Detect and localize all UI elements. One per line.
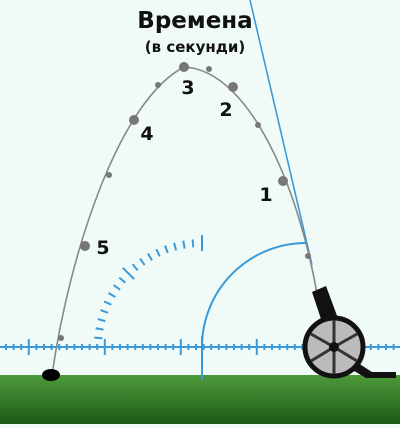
protractor-tick (97, 318, 106, 323)
launch-direction-line (249, 0, 313, 266)
trajectory-point (155, 82, 161, 88)
time-label-3: 3 (181, 77, 195, 99)
protractor-tick (107, 292, 116, 298)
diagram-title: Времена (137, 8, 253, 34)
diagram-subtitle: (в секунди) (144, 38, 246, 56)
protractor-tick (100, 309, 109, 314)
trajectory-point (80, 241, 90, 251)
protractor-tick (118, 276, 127, 284)
trajectory-curve (51, 66, 319, 376)
trajectory-point (129, 115, 139, 125)
trajectory-point (206, 66, 212, 72)
protractor-tick (155, 248, 161, 257)
protractor-tick (131, 263, 139, 272)
time-label-1: 1 (259, 184, 273, 206)
protractor-tick (164, 245, 169, 254)
protractor-tick (122, 267, 135, 280)
trajectory-point (106, 172, 112, 178)
protractor-tick (182, 240, 186, 249)
protractor-tick (147, 252, 153, 261)
trajectory-point (305, 253, 311, 259)
protractor-tick (191, 239, 195, 248)
protractor-tick (94, 336, 103, 340)
cannon (302, 286, 396, 379)
protractor-tick (112, 284, 121, 291)
time-label-5: 5 (96, 237, 110, 259)
protractor-tick (103, 300, 112, 306)
time-label-4: 4 (140, 123, 154, 145)
trajectory-points (58, 62, 311, 341)
protractor-tick (139, 257, 146, 266)
trajectory-point (179, 62, 189, 72)
ground (0, 375, 400, 424)
time-label-2: 2 (219, 99, 233, 121)
protractor-tick (173, 242, 178, 251)
trajectory-point (228, 82, 238, 92)
protractor-tick (95, 327, 104, 331)
cannonball (42, 369, 60, 381)
trajectory-point (255, 122, 261, 128)
trajectory-point (278, 176, 288, 186)
trajectory-point (58, 335, 64, 341)
angle-protractor (90, 235, 307, 380)
